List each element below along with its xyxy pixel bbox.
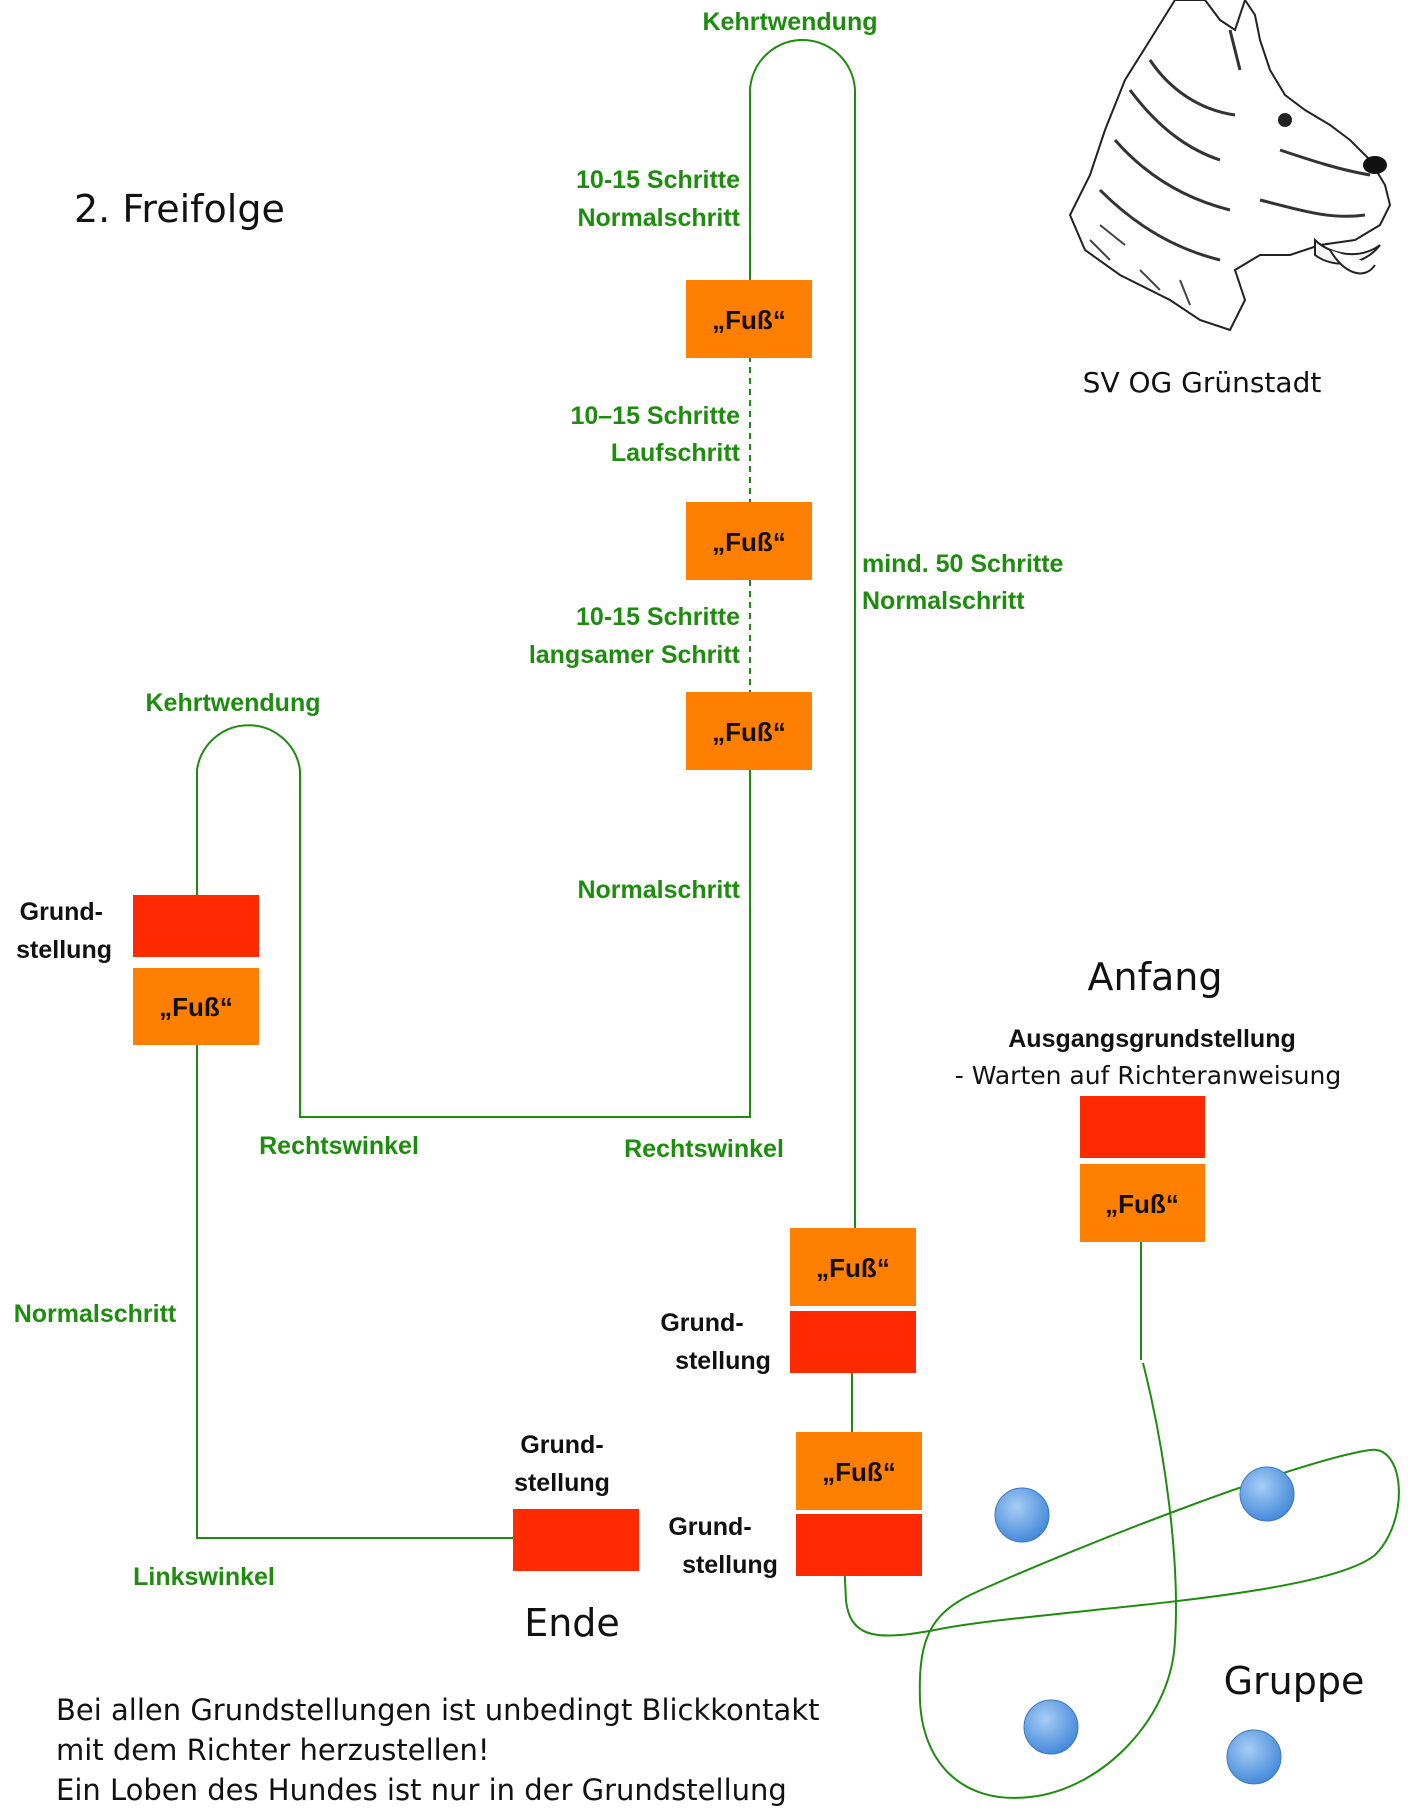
grundstellung-label: Grund-	[20, 898, 103, 926]
kehrtwendung-left-label: Kehrtwendung	[146, 689, 321, 717]
fuss-box-3: „Fuß“	[686, 692, 812, 770]
fuss-box-anfang: „Fuß“	[1080, 1164, 1205, 1242]
person-circle	[994, 1487, 1050, 1543]
fuss-label: „Fuß“	[712, 717, 786, 747]
segment-3-count: 10-15 Schritte	[576, 603, 740, 631]
top-kehrtwendung-arc	[748, 39, 856, 1228]
rechtswinkel-right-label: Rechtswinkel	[624, 1135, 784, 1163]
segment-2-type: Laufschritt	[611, 439, 741, 467]
grundstellung-label: stellung	[682, 1551, 778, 1579]
grundstellung-left	[133, 895, 259, 957]
page-title: 2. Freifolge	[74, 187, 285, 231]
grundstellung-ende	[513, 1509, 639, 1571]
fuss-box-2: „Fuß“	[686, 502, 812, 580]
normalschritt-mid-label: Normalschritt	[577, 876, 740, 904]
fuss-label: „Fuß“	[822, 1457, 896, 1487]
grundstellung-anfang	[1080, 1096, 1205, 1158]
route-lines	[196, 39, 1400, 1799]
fuss-label: „Fuß“	[816, 1253, 890, 1283]
fuss-box-1: „Fuß“	[686, 280, 812, 358]
anfang-label: Anfang	[1088, 955, 1223, 999]
normalschritt-segment	[196, 724, 751, 1118]
mind-50-type: Normalschritt	[862, 587, 1025, 615]
normalschritt-left-label: Normalschritt	[14, 1300, 177, 1328]
grundstellung-label: stellung	[675, 1347, 771, 1375]
grundstellung-lower-2	[796, 1514, 922, 1576]
person-circle	[1226, 1729, 1282, 1785]
grundstellung-label: stellung	[514, 1469, 610, 1497]
grundstellung-label: Grund-	[520, 1431, 603, 1459]
grundstellung-label: Grund-	[668, 1513, 751, 1541]
german-shepherd-logo	[1068, 0, 1392, 332]
segment-1-count: 10-15 Schritte	[576, 166, 740, 194]
mind-50-count: mind. 50 Schritte	[862, 550, 1064, 578]
note-line: Ein Loben des Hundes ist nur in der Grun…	[56, 1773, 787, 1807]
grundstellung-label: Grund-	[660, 1309, 743, 1337]
person-circle	[1239, 1466, 1295, 1522]
warten-label: - Warten auf Richteranweisung	[955, 1061, 1341, 1090]
ende-label: Ende	[524, 1601, 620, 1645]
gruppe-label: Gruppe	[1224, 1659, 1365, 1703]
rechtswinkel-left-label: Rechtswinkel	[259, 1132, 419, 1160]
fuss-label: „Fuß“	[159, 992, 233, 1022]
fuss-box-lower-1: „Fuß“	[790, 1228, 916, 1306]
segment-3-type: langsamer Schritt	[529, 641, 741, 669]
linkswinkel-label: Linkswinkel	[133, 1563, 275, 1591]
fuss-label: „Fuß“	[1105, 1189, 1179, 1219]
ausgangsgrundstellung-label: Ausgangsgrundstellung	[1008, 1025, 1296, 1053]
grundstellung-lower-1	[790, 1311, 916, 1373]
note-line: Bei allen Grundstellungen ist unbedingt …	[56, 1693, 820, 1727]
club-name: SV OG Grünstadt	[1083, 366, 1322, 399]
segment-2-count: 10–15 Schritte	[570, 402, 740, 430]
gruppe-figure-eight	[843, 1362, 1400, 1799]
fuss-label: „Fuß“	[712, 305, 786, 335]
note-line: mit dem Richter herzustellen!	[56, 1733, 490, 1767]
grundstellung-label: stellung	[16, 936, 112, 964]
fuss-box-lower-2: „Fuß“	[796, 1432, 922, 1510]
kehrtwendung-top-label: Kehrtwendung	[703, 8, 878, 36]
left-normalschritt-segment	[196, 1045, 515, 1539]
person-circle	[1023, 1699, 1079, 1755]
fuss-label: „Fuß“	[712, 527, 786, 557]
segment-1-type: Normalschritt	[577, 204, 740, 232]
fuss-box-left: „Fuß“	[133, 968, 259, 1045]
note-text: Bei allen Grundstellungen ist unbedingt …	[56, 1690, 956, 1810]
